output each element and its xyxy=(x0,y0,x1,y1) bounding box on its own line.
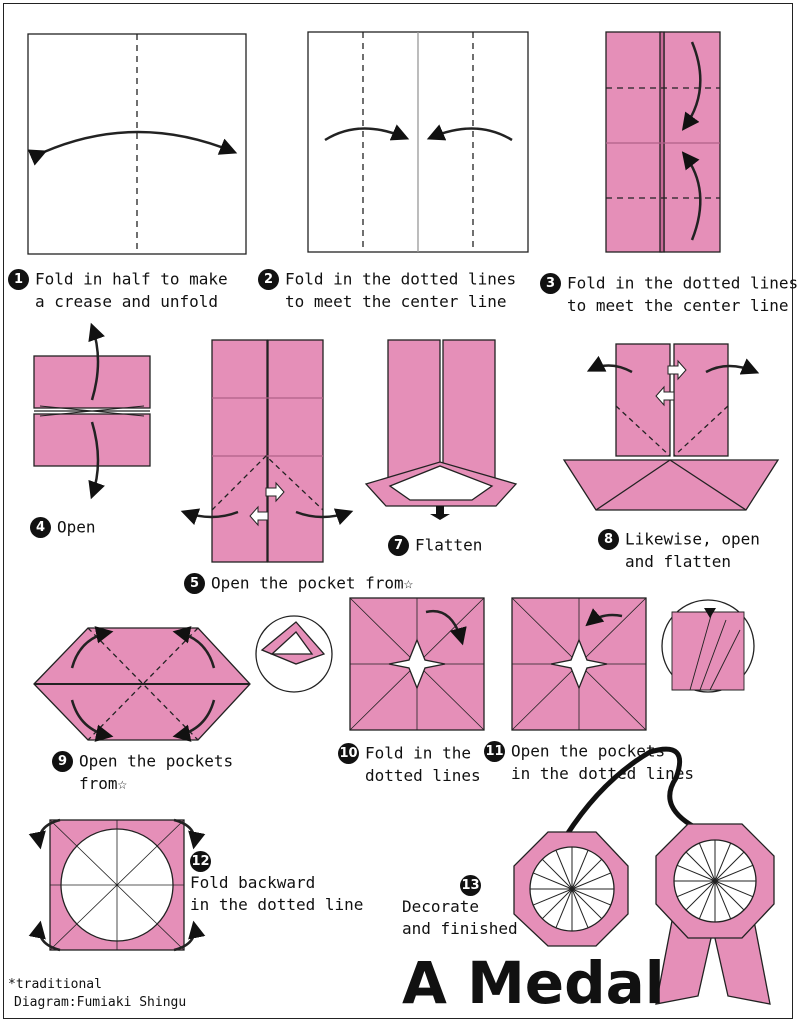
step-number: 9 xyxy=(52,751,73,772)
step-number: 4 xyxy=(30,517,51,538)
medal-spoke xyxy=(571,858,603,890)
medal-spoke xyxy=(714,842,732,882)
medal-spoke xyxy=(571,872,611,890)
medal-spoke xyxy=(571,888,603,920)
medal-spoke xyxy=(685,851,716,882)
step-4-figure xyxy=(33,322,151,500)
medal-spoke xyxy=(676,864,716,882)
step-11-figure xyxy=(511,597,755,731)
step-12-caption: 12 Fold backward in the dotted line xyxy=(190,850,363,916)
step-3-figure xyxy=(605,31,721,253)
step-5-figure xyxy=(180,339,354,563)
step-number: 7 xyxy=(388,535,409,556)
step-number: 1 xyxy=(8,269,29,290)
medal-spoke xyxy=(714,864,754,882)
medal-spoke xyxy=(714,880,745,911)
medal-spoke xyxy=(698,842,716,882)
step-number: 8 xyxy=(598,529,619,550)
step-number: 3 xyxy=(540,273,561,294)
medal-spoke xyxy=(714,880,754,898)
step-13-caption: 13 Decorate and finished xyxy=(402,874,518,940)
medal-spoke xyxy=(571,888,611,906)
medal-spoke xyxy=(714,880,732,920)
credit: *traditional Diagram:Fumiaki Shingu xyxy=(8,977,187,1010)
step-9-figure xyxy=(33,615,333,742)
medal-spoke xyxy=(571,850,589,890)
medal-spoke xyxy=(685,880,716,911)
diagram-frame xyxy=(3,3,793,1019)
medal-spoke xyxy=(533,888,573,906)
step-10-figure xyxy=(349,597,485,731)
step-2-figure xyxy=(307,31,529,253)
step-number: 5 xyxy=(184,573,205,594)
medal-spoke xyxy=(555,850,573,890)
medal-spoke xyxy=(555,888,573,928)
medal-spoke xyxy=(541,888,573,920)
step-1-figure xyxy=(27,33,247,255)
step-number: 2 xyxy=(258,269,279,290)
medal-spoke xyxy=(676,880,716,898)
step-12-figure xyxy=(28,818,206,952)
step-13-figure xyxy=(513,746,775,1005)
step-number: 12 xyxy=(190,851,211,872)
medal-spoke xyxy=(541,858,573,890)
step-number: 10 xyxy=(338,743,359,764)
medal-spoke xyxy=(714,851,745,882)
diagram-title: A Medal xyxy=(402,949,665,1017)
medal-spoke xyxy=(698,880,716,920)
step-7-figure xyxy=(364,339,518,520)
step-number: 13 xyxy=(460,875,481,896)
medal-spoke xyxy=(571,888,589,928)
medal-spoke xyxy=(533,872,573,890)
step-8-figure xyxy=(562,343,780,511)
step-number: 11 xyxy=(484,741,505,762)
